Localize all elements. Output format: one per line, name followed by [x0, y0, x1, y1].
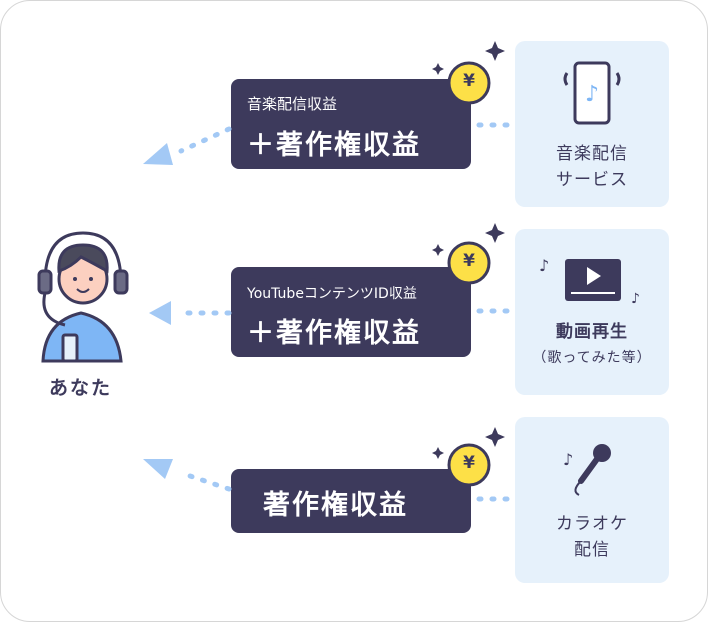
yen-coin-icon: ¥ [463, 251, 475, 271]
source-label: （歌ってみた等） [532, 350, 652, 366]
connector-line [178, 470, 232, 492]
source-label: 動画再生 [556, 322, 628, 342]
arrowhead-icon [149, 301, 171, 325]
yen-coin-icon: ¥ [463, 453, 475, 473]
source-label: 配信 [574, 540, 610, 560]
source-panel-karaoke: カラオケ 配信 [515, 417, 669, 583]
revenue-main: ＋著作権収益 [247, 318, 421, 349]
person-avatar-icon [37, 231, 129, 363]
revenue-main: ＋著作権収益 [247, 130, 421, 161]
revenue-box-karaoke: 著作権収益 [231, 469, 471, 533]
arrowhead-icon [143, 143, 173, 165]
revenue-box-music: 音楽配信収益 ＋著作権収益 [231, 79, 471, 169]
yen-coin-icon: ¥ [463, 71, 475, 91]
source-panel-music: 音楽配信 サービス [515, 41, 669, 207]
connector-line [178, 126, 232, 154]
revenue-main: 著作権収益 [263, 490, 408, 521]
arrowhead-icon [143, 459, 173, 479]
source-label: サービス [556, 170, 628, 190]
person-label: あなた [49, 377, 113, 399]
revenue-top: 音楽配信収益 [247, 95, 338, 113]
source-label: 音楽配信 [556, 144, 628, 164]
source-label: カラオケ [556, 514, 628, 534]
revenue-box-video: YouTubeコンテンツID収益 ＋著作権収益 [231, 267, 471, 357]
source-panel-video: 動画再生 （歌ってみた等） [515, 229, 669, 395]
revenue-top: YouTubeコンテンツID収益 [247, 286, 417, 302]
